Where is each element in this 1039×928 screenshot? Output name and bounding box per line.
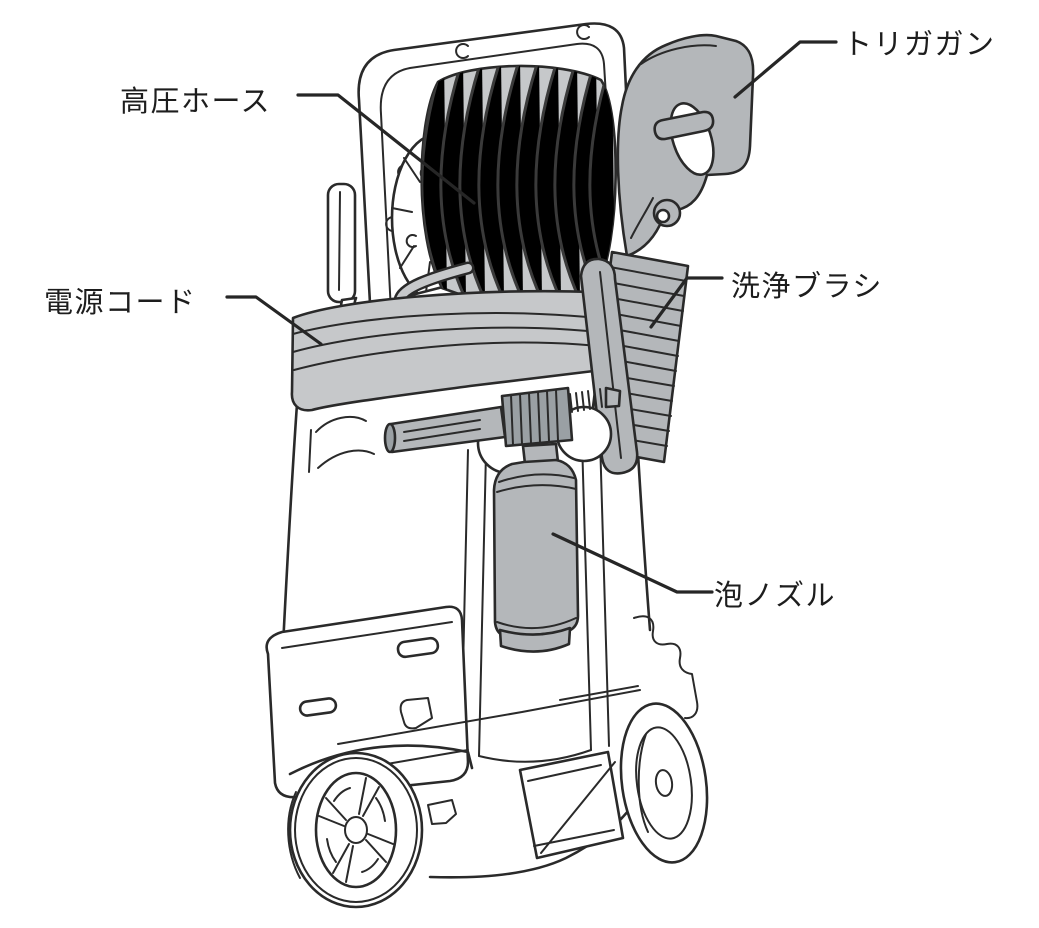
power-cord-illustration: [290, 289, 634, 412]
cleaning-brush-illustration: [579, 250, 690, 475]
leader-line-foam-nozzle: [551, 532, 714, 594]
label-cleaning-brush: 洗浄ブラシ: [731, 271, 883, 303]
left-wheel-illustration: [287, 751, 424, 909]
label-trigger-gun: トリガガン: [843, 29, 996, 61]
trigger-gun-illustration: [616, 33, 755, 258]
leader-line-cleaning-brush: [649, 276, 724, 329]
leader-line-power-cord: [225, 295, 323, 346]
right-wheel-illustration: [619, 702, 709, 864]
leader-line-trigger-gun: [733, 40, 838, 99]
washer-body-illustration: [265, 348, 699, 879]
leader-lines: [225, 40, 838, 594]
high-pressure-hose-illustration: [393, 64, 617, 322]
label-high-pressure-hose: 高圧ホース: [120, 86, 272, 118]
label-foam-nozzle: 泡ノズル: [714, 580, 837, 612]
leader-line-high-pressure-hose: [296, 93, 476, 205]
label-power-cord: 電源コード: [44, 287, 197, 319]
foam-nozzle-illustration: [492, 442, 580, 653]
spray-lance-illustration: [383, 386, 622, 475]
